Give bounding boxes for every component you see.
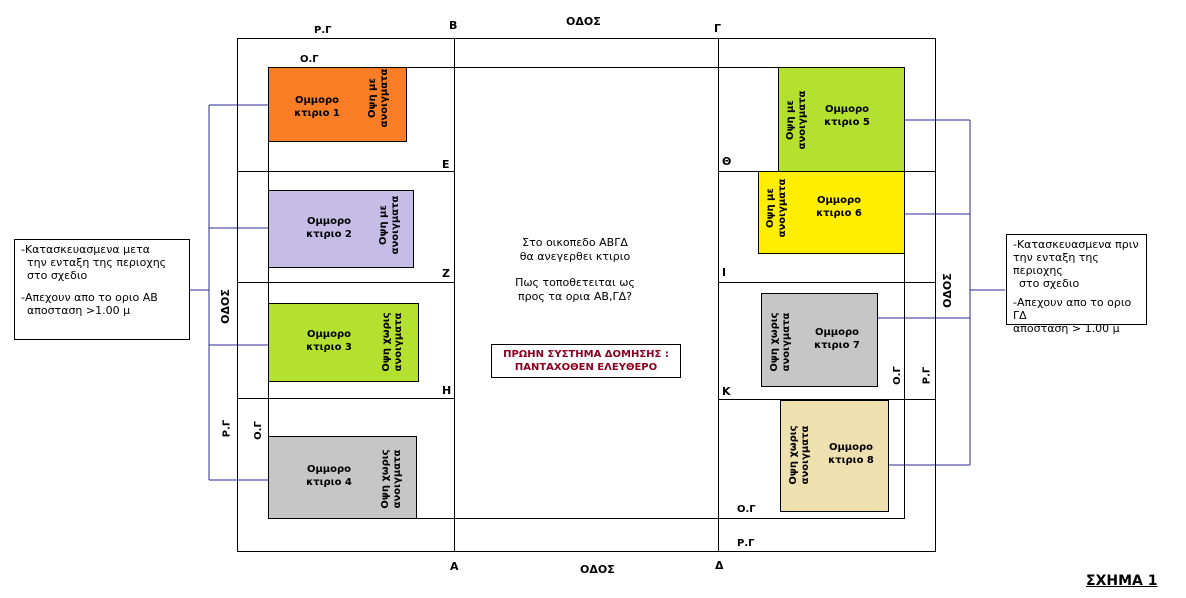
divider-z <box>237 282 455 283</box>
label-og-left: Ο.Γ <box>252 421 264 440</box>
label-og-top: Ο.Γ <box>300 54 319 65</box>
vertex-e: Ε <box>442 158 450 171</box>
vertex-k: Κ <box>722 385 731 398</box>
og-line-top <box>268 67 905 68</box>
plot-line-gd <box>718 38 719 552</box>
label-rg-bottom: Ρ.Γ <box>737 538 755 549</box>
left-note: -Κατασκευασμενα μετα την ενταξη της περι… <box>14 239 190 340</box>
label-rg-top: Ρ.Γ <box>314 25 332 36</box>
vertex-h: Η <box>442 384 452 397</box>
og-line-right <box>904 67 905 519</box>
divider-h <box>237 398 455 399</box>
og-line-bottom <box>268 518 905 519</box>
vertex-g: Γ <box>714 22 722 35</box>
figure-title: ΣΧΗΜΑ 1 <box>1086 573 1158 589</box>
vertex-a: Α <box>450 560 459 573</box>
divider-k <box>718 399 936 400</box>
label-rg-left: Ρ.Γ <box>221 419 233 438</box>
outer-boundary <box>237 38 936 552</box>
right-note: -Κατασκευασμενα πριν την ενταξη της περι… <box>1006 234 1147 335</box>
plot-line-ab <box>454 38 455 552</box>
former-building-system: ΠΡΩΗΝ ΣΥΣΤΗΜΑ ΔΟΜΗΣΗΣ : ΠΑΝΤΑΧΟΘΕΝ ΕΛΕΥΘ… <box>491 344 681 378</box>
vertex-i: Ι <box>722 266 727 279</box>
og-line-left <box>268 67 269 519</box>
label-og-right: Ο.Γ <box>891 366 903 385</box>
street-left: ΟΔΟΣ <box>218 289 232 324</box>
label-og-bottom: Ο.Γ <box>737 504 756 515</box>
vertex-z: Ζ <box>442 267 450 280</box>
divider-e <box>237 171 455 172</box>
vertex-th: Θ <box>722 155 732 168</box>
label-rg-right: Ρ.Γ <box>921 366 933 385</box>
street-bottom: ΟΔΟΣ <box>580 563 615 576</box>
street-top: ΟΔΟΣ <box>566 15 601 28</box>
vertex-d: Δ <box>715 559 724 572</box>
divider-i <box>718 282 936 283</box>
center-question: Στο οικοπεδο ΑΒΓΔ θα ανεγερθει κτιριο Πω… <box>515 236 635 303</box>
vertex-b: Β <box>449 19 458 32</box>
street-right: ΟΔΟΣ <box>940 273 954 308</box>
